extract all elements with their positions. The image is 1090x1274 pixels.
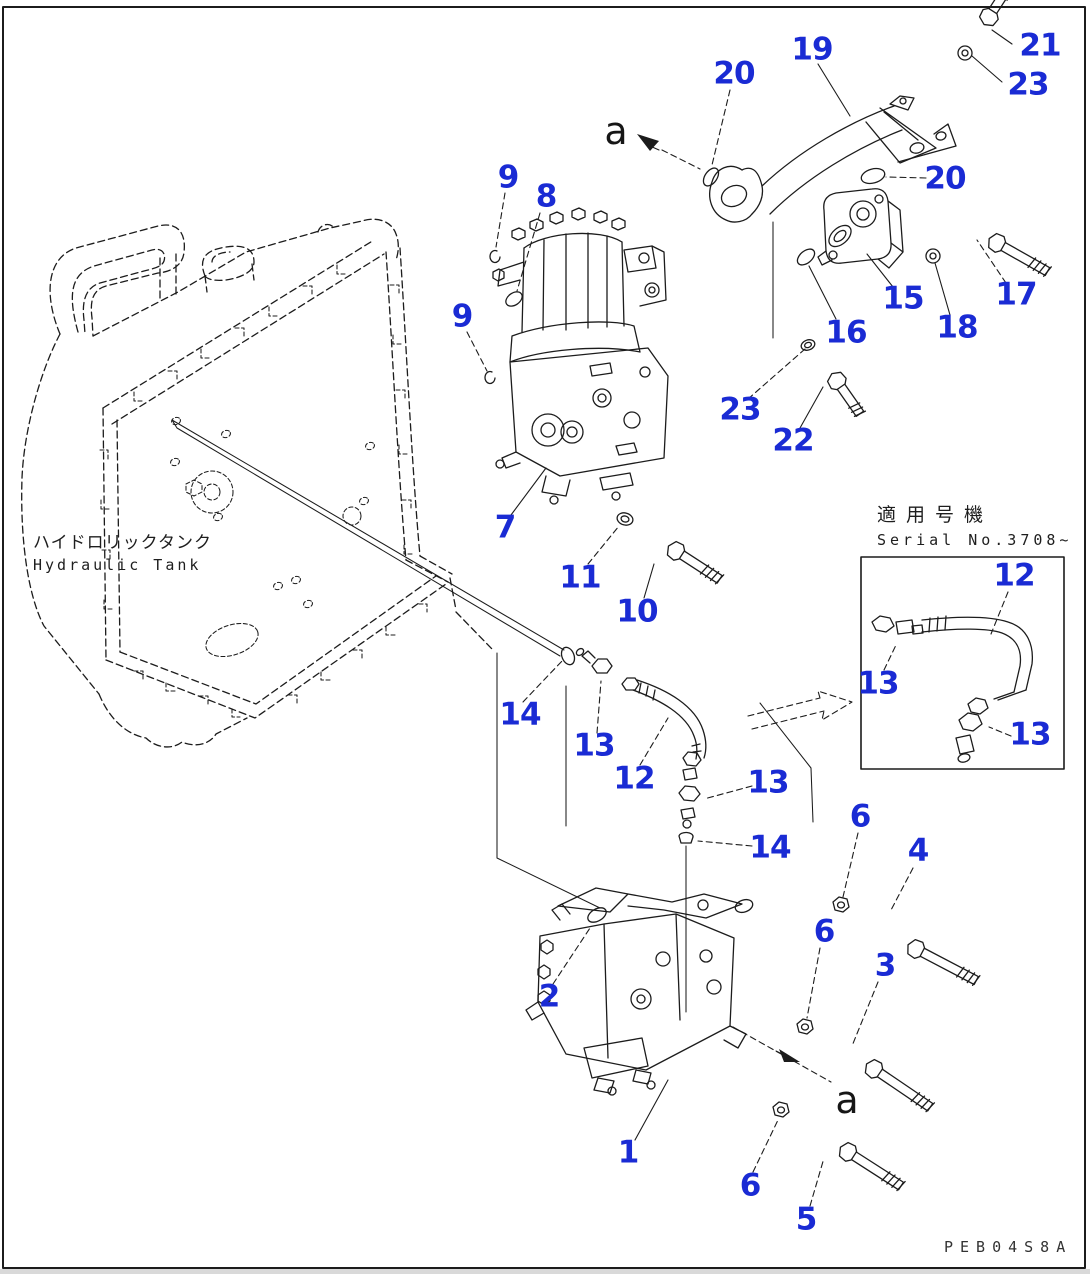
control-valve-drawing	[492, 207, 669, 505]
callout-part-15: 15	[882, 280, 924, 317]
view-arrow-label: a	[835, 1078, 859, 1122]
callout-part-9: 9	[497, 159, 520, 196]
callout-part-22: 22	[772, 422, 814, 459]
callout-part-3: 3	[874, 947, 897, 984]
callout-part-13: 13	[573, 727, 615, 764]
callout-part-13: 13	[747, 764, 789, 801]
tank-panel-holes	[170, 416, 375, 658]
pipe-drawing	[709, 95, 957, 339]
leader-lines-dashed	[466, 89, 1012, 1207]
page-border	[2, 6, 1086, 1269]
scan-artifact-line	[0, 1269, 1090, 1274]
callout-part-23: 23	[1007, 66, 1049, 103]
callout-part-13: 13	[857, 665, 899, 702]
callout-part-21: 21	[1019, 27, 1061, 64]
inset-pointer-arrow	[747, 690, 853, 730]
callout-part-18: 18	[936, 309, 978, 346]
tank-label-english: Hydraulic Tank	[33, 556, 202, 574]
callout-part-14: 14	[499, 696, 541, 733]
callout-part-7: 7	[494, 509, 517, 546]
callout-part-11: 11	[559, 559, 601, 596]
leader-lines-solid	[510, 29, 1013, 1141]
sleeve-nuts	[772, 896, 850, 1118]
callout-part-6: 6	[849, 798, 872, 835]
callout-part-14: 14	[749, 829, 791, 866]
callout-part-4: 4	[907, 832, 930, 869]
serial-number-note: Serial No.3708~	[877, 531, 1073, 549]
callout-part-17: 17	[995, 276, 1037, 313]
washers	[616, 45, 973, 526]
drawing-code: PEB04S8A	[944, 1238, 1073, 1256]
callout-part-16: 16	[825, 314, 867, 351]
view-arrow-a-top	[637, 134, 701, 170]
callout-part-6: 6	[739, 1167, 762, 1204]
callout-part-20: 20	[713, 55, 755, 92]
callout-part-10: 10	[616, 593, 658, 630]
hose-assembly-drawing	[575, 647, 707, 829]
hydraulic-tank-drawing	[21, 218, 494, 748]
tank-flange-notches	[99, 264, 428, 718]
callout-part-12: 12	[993, 557, 1035, 594]
callout-part-5: 5	[795, 1201, 818, 1238]
callout-part-23: 23	[719, 391, 761, 428]
detail-window-lines	[171, 419, 814, 909]
callout-part-9: 9	[451, 298, 474, 335]
tank-label-japanese: ハイドロリックタンク	[33, 533, 212, 553]
flange-drawing	[817, 188, 904, 269]
callout-part-20: 20	[924, 160, 966, 197]
callout-part-8: 8	[535, 178, 558, 215]
view-arrow-a-bottom	[732, 1026, 832, 1083]
callout-part-19: 19	[791, 31, 833, 68]
callout-part-2: 2	[538, 978, 561, 1015]
callout-part-1: 1	[617, 1134, 640, 1171]
callout-part-12: 12	[613, 760, 655, 797]
bolts	[666, 0, 1052, 1192]
bottom-valve-drawing	[525, 887, 754, 1096]
callout-part-13: 13	[1009, 716, 1051, 753]
inset-detail-box	[860, 556, 1065, 770]
seal-orings	[484, 167, 886, 1013]
view-arrow-label: a	[604, 109, 628, 153]
callout-part-6: 6	[813, 913, 836, 950]
applicability-heading: 適用号機	[877, 504, 994, 526]
